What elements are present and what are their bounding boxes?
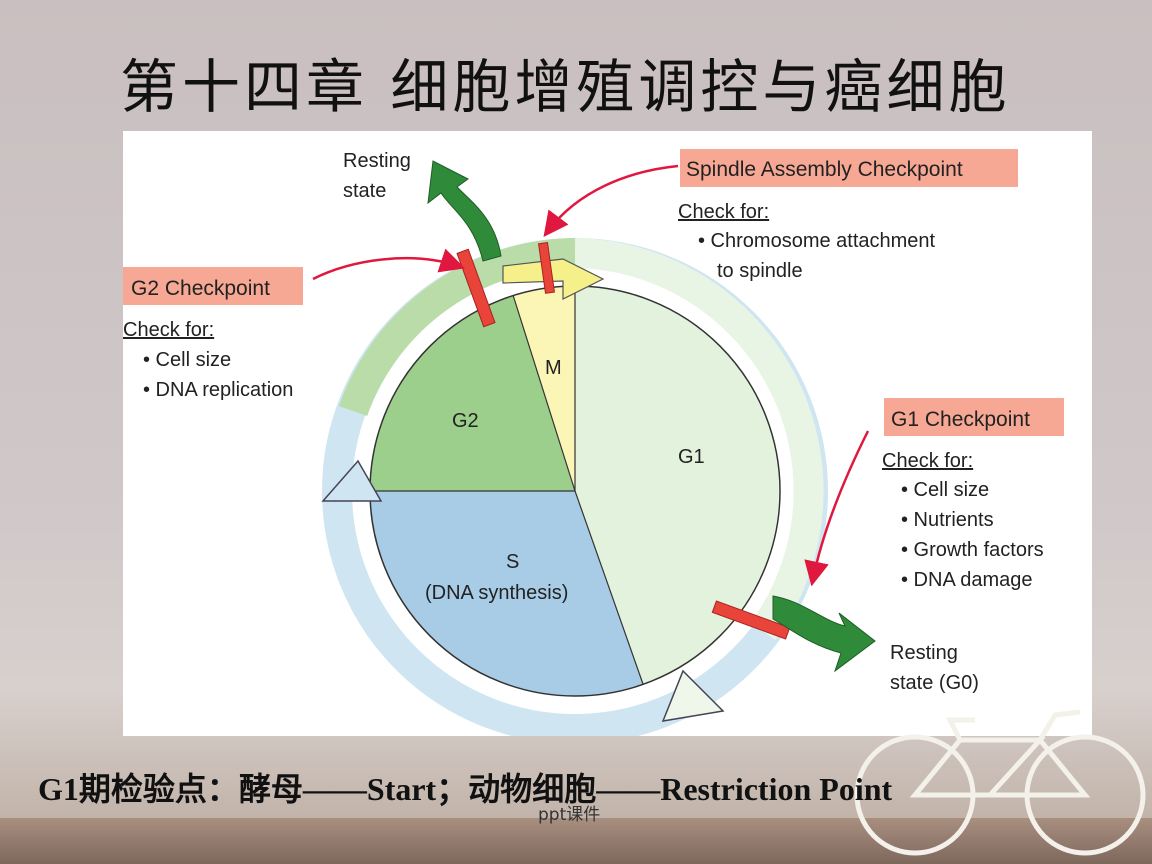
g2-checkpoint-box [123, 267, 303, 305]
divider-s-g1 [574, 490, 644, 685]
spindle-check-for: Check for: [678, 201, 769, 223]
g1-checkpoint-bar [711, 600, 791, 640]
spindle-pointer-arrow [543, 164, 679, 237]
spindle-checkpoint-bar [537, 241, 555, 294]
g2-pointer-arrow [312, 248, 466, 281]
g1-item-1: • Cell size [901, 479, 989, 501]
page-note: ppt课件 [538, 805, 601, 825]
cell-cycle-figure: M G1 G2 S (DNA synthesis) Resting state … [123, 131, 1092, 736]
g1-item-2: • Nutrients [901, 509, 994, 531]
spindle-checkpoint-box [680, 149, 1018, 187]
resting-arrow-bottom [772, 595, 876, 673]
resting-top-line1: Resting [343, 150, 411, 172]
spindle-checkpoint-title: Spindle Assembly Checkpoint [686, 158, 963, 181]
g2-check-for: Check for: [123, 319, 214, 341]
phase-g1-label: G1 [678, 446, 705, 468]
ground-decoration [0, 818, 1152, 864]
g1-item-4: • DNA damage [901, 569, 1033, 591]
phase-g2-label: G2 [452, 410, 479, 432]
g1-checkpoint-box [884, 398, 1064, 436]
outer-ring-g2 [338, 238, 576, 417]
resting-arrow-top [427, 160, 502, 262]
g1-arrowhead [661, 669, 725, 722]
s-arrowhead [321, 459, 383, 502]
resting-bottom-line2: state (G0) [890, 672, 979, 694]
cell-cycle-diagram: M G1 G2 S (DNA synthesis) Resting state … [123, 149, 1064, 736]
g2-item-1: • Cell size [143, 349, 231, 371]
bicycle-illustration [854, 709, 1146, 856]
g2-sector [369, 295, 575, 491]
phase-s-sublabel: (DNA synthesis) [425, 582, 568, 604]
spindle-item-1: • Chromosome attachment [698, 230, 936, 252]
g1-pointer-arrow [804, 430, 870, 587]
g2-item-2: • DNA replication [143, 379, 293, 401]
g1-sector [575, 286, 779, 684]
g1-checkpoint-title: G1 Checkpoint [891, 408, 1030, 431]
divider-g2-m [512, 294, 576, 492]
g2-checkpoint-title: G2 Checkpoint [131, 277, 270, 300]
phase-s-label: S [506, 551, 519, 573]
outer-ring-g1 [574, 238, 824, 640]
spindle-item-2: to spindle [717, 260, 803, 282]
g1-check-for: Check for: [882, 450, 973, 472]
phase-m-label: M [545, 357, 562, 379]
footer-caption: G1期检验点：酵母——Start；动物细胞——Restriction Point [38, 771, 893, 807]
resting-top-line2: state [343, 180, 386, 202]
m-sector [513, 285, 575, 491]
resting-bottom-line1: Resting [890, 642, 958, 664]
slide-title: 第十四章 细胞增殖调控与癌细胞 [120, 53, 1011, 121]
s-sector [370, 491, 643, 696]
g1-item-3: • Growth factors [901, 539, 1044, 561]
